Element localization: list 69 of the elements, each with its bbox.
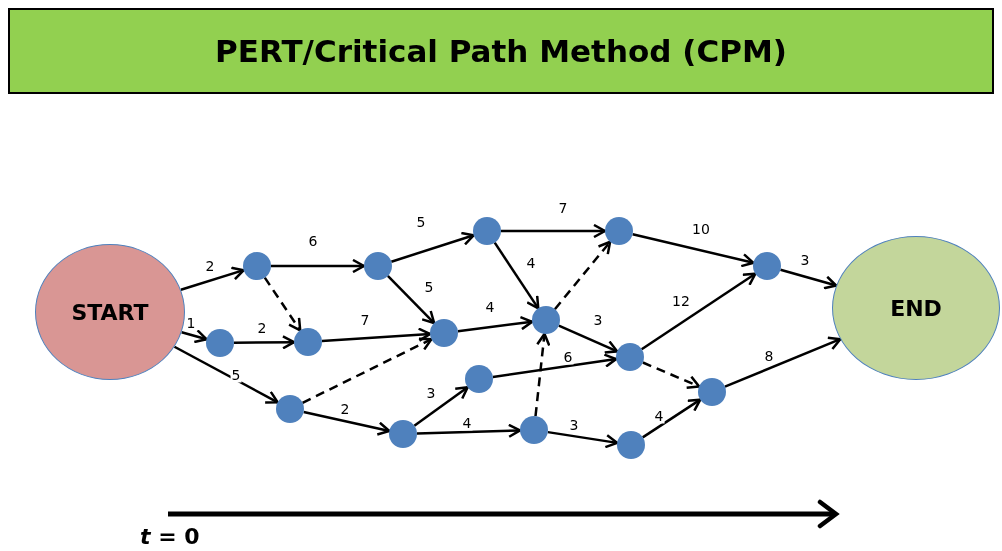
activity-arrow — [173, 345, 279, 404]
duration-label: 7 — [359, 312, 371, 328]
duration-label: 8 — [763, 348, 775, 364]
activity-arrow — [558, 324, 619, 354]
title: PERT/Critical Path Method (CPM) — [215, 33, 787, 69]
event-node — [465, 365, 493, 393]
activity-arrow — [386, 275, 436, 325]
event-node — [389, 420, 417, 448]
activity-arrow — [416, 423, 522, 438]
dummy-activity-arrow — [534, 332, 551, 417]
activity-arrow — [180, 266, 245, 291]
duration-label: 2 — [339, 401, 351, 417]
activity-arrow — [642, 398, 702, 439]
duration-label: 5 — [423, 279, 435, 295]
event-node — [520, 416, 548, 444]
dummy-activity-arrow — [553, 240, 612, 310]
duration-label: 3 — [592, 312, 604, 328]
duration-label: 6 — [307, 233, 319, 249]
duration-label: 12 — [671, 293, 691, 309]
activity-arrow — [640, 272, 757, 351]
activity-arrow — [780, 268, 838, 290]
dummy-activity-arrow — [642, 361, 701, 389]
node-label: END — [890, 295, 942, 321]
activity-arrow — [547, 430, 619, 449]
duration-label: 4 — [653, 408, 665, 424]
event-node — [294, 328, 322, 356]
event-node — [430, 319, 458, 347]
activity-arrow — [271, 258, 366, 274]
duration-label: 2 — [256, 320, 268, 336]
activity-arrow — [724, 336, 842, 388]
duration-label: 3 — [568, 417, 580, 433]
dummy-activity-arrow — [263, 276, 302, 332]
duration-label: 4 — [484, 299, 496, 315]
node-label: START — [71, 299, 149, 325]
activity-arrow — [181, 329, 208, 344]
event-node — [364, 252, 392, 280]
dummy-activity-arrow — [302, 337, 433, 404]
duration-label: 3 — [799, 252, 811, 268]
activity-arrow — [321, 327, 432, 343]
duration-label: 1 — [185, 315, 197, 331]
event-node — [243, 252, 271, 280]
time-label: t = 0 — [140, 524, 200, 549]
duration-label: 4 — [461, 415, 473, 431]
activity-arrow — [492, 353, 618, 379]
activity-arrow — [501, 223, 607, 239]
event-node — [605, 217, 633, 245]
event-node — [473, 217, 501, 245]
activity-arrow — [632, 233, 755, 268]
event-node — [616, 343, 644, 371]
event-node — [532, 306, 560, 334]
duration-label: 10 — [691, 221, 711, 237]
activity-arrow — [457, 315, 534, 333]
duration-label: 6 — [562, 349, 574, 365]
duration-label: 7 — [557, 200, 569, 216]
activity-arrow — [493, 241, 540, 310]
event-node — [698, 378, 726, 406]
duration-label: 2 — [204, 258, 216, 274]
duration-label: 5 — [230, 367, 242, 383]
activity-arrow — [390, 231, 475, 263]
event-node — [206, 329, 234, 357]
activity-arrow — [413, 385, 469, 427]
event-node — [276, 395, 304, 423]
duration-label: 3 — [425, 385, 437, 401]
event-node — [753, 252, 781, 280]
event-node — [617, 431, 645, 459]
duration-label: 4 — [525, 255, 537, 271]
duration-label: 5 — [415, 214, 427, 230]
activity-arrow — [303, 410, 391, 436]
activity-arrow — [234, 335, 296, 350]
